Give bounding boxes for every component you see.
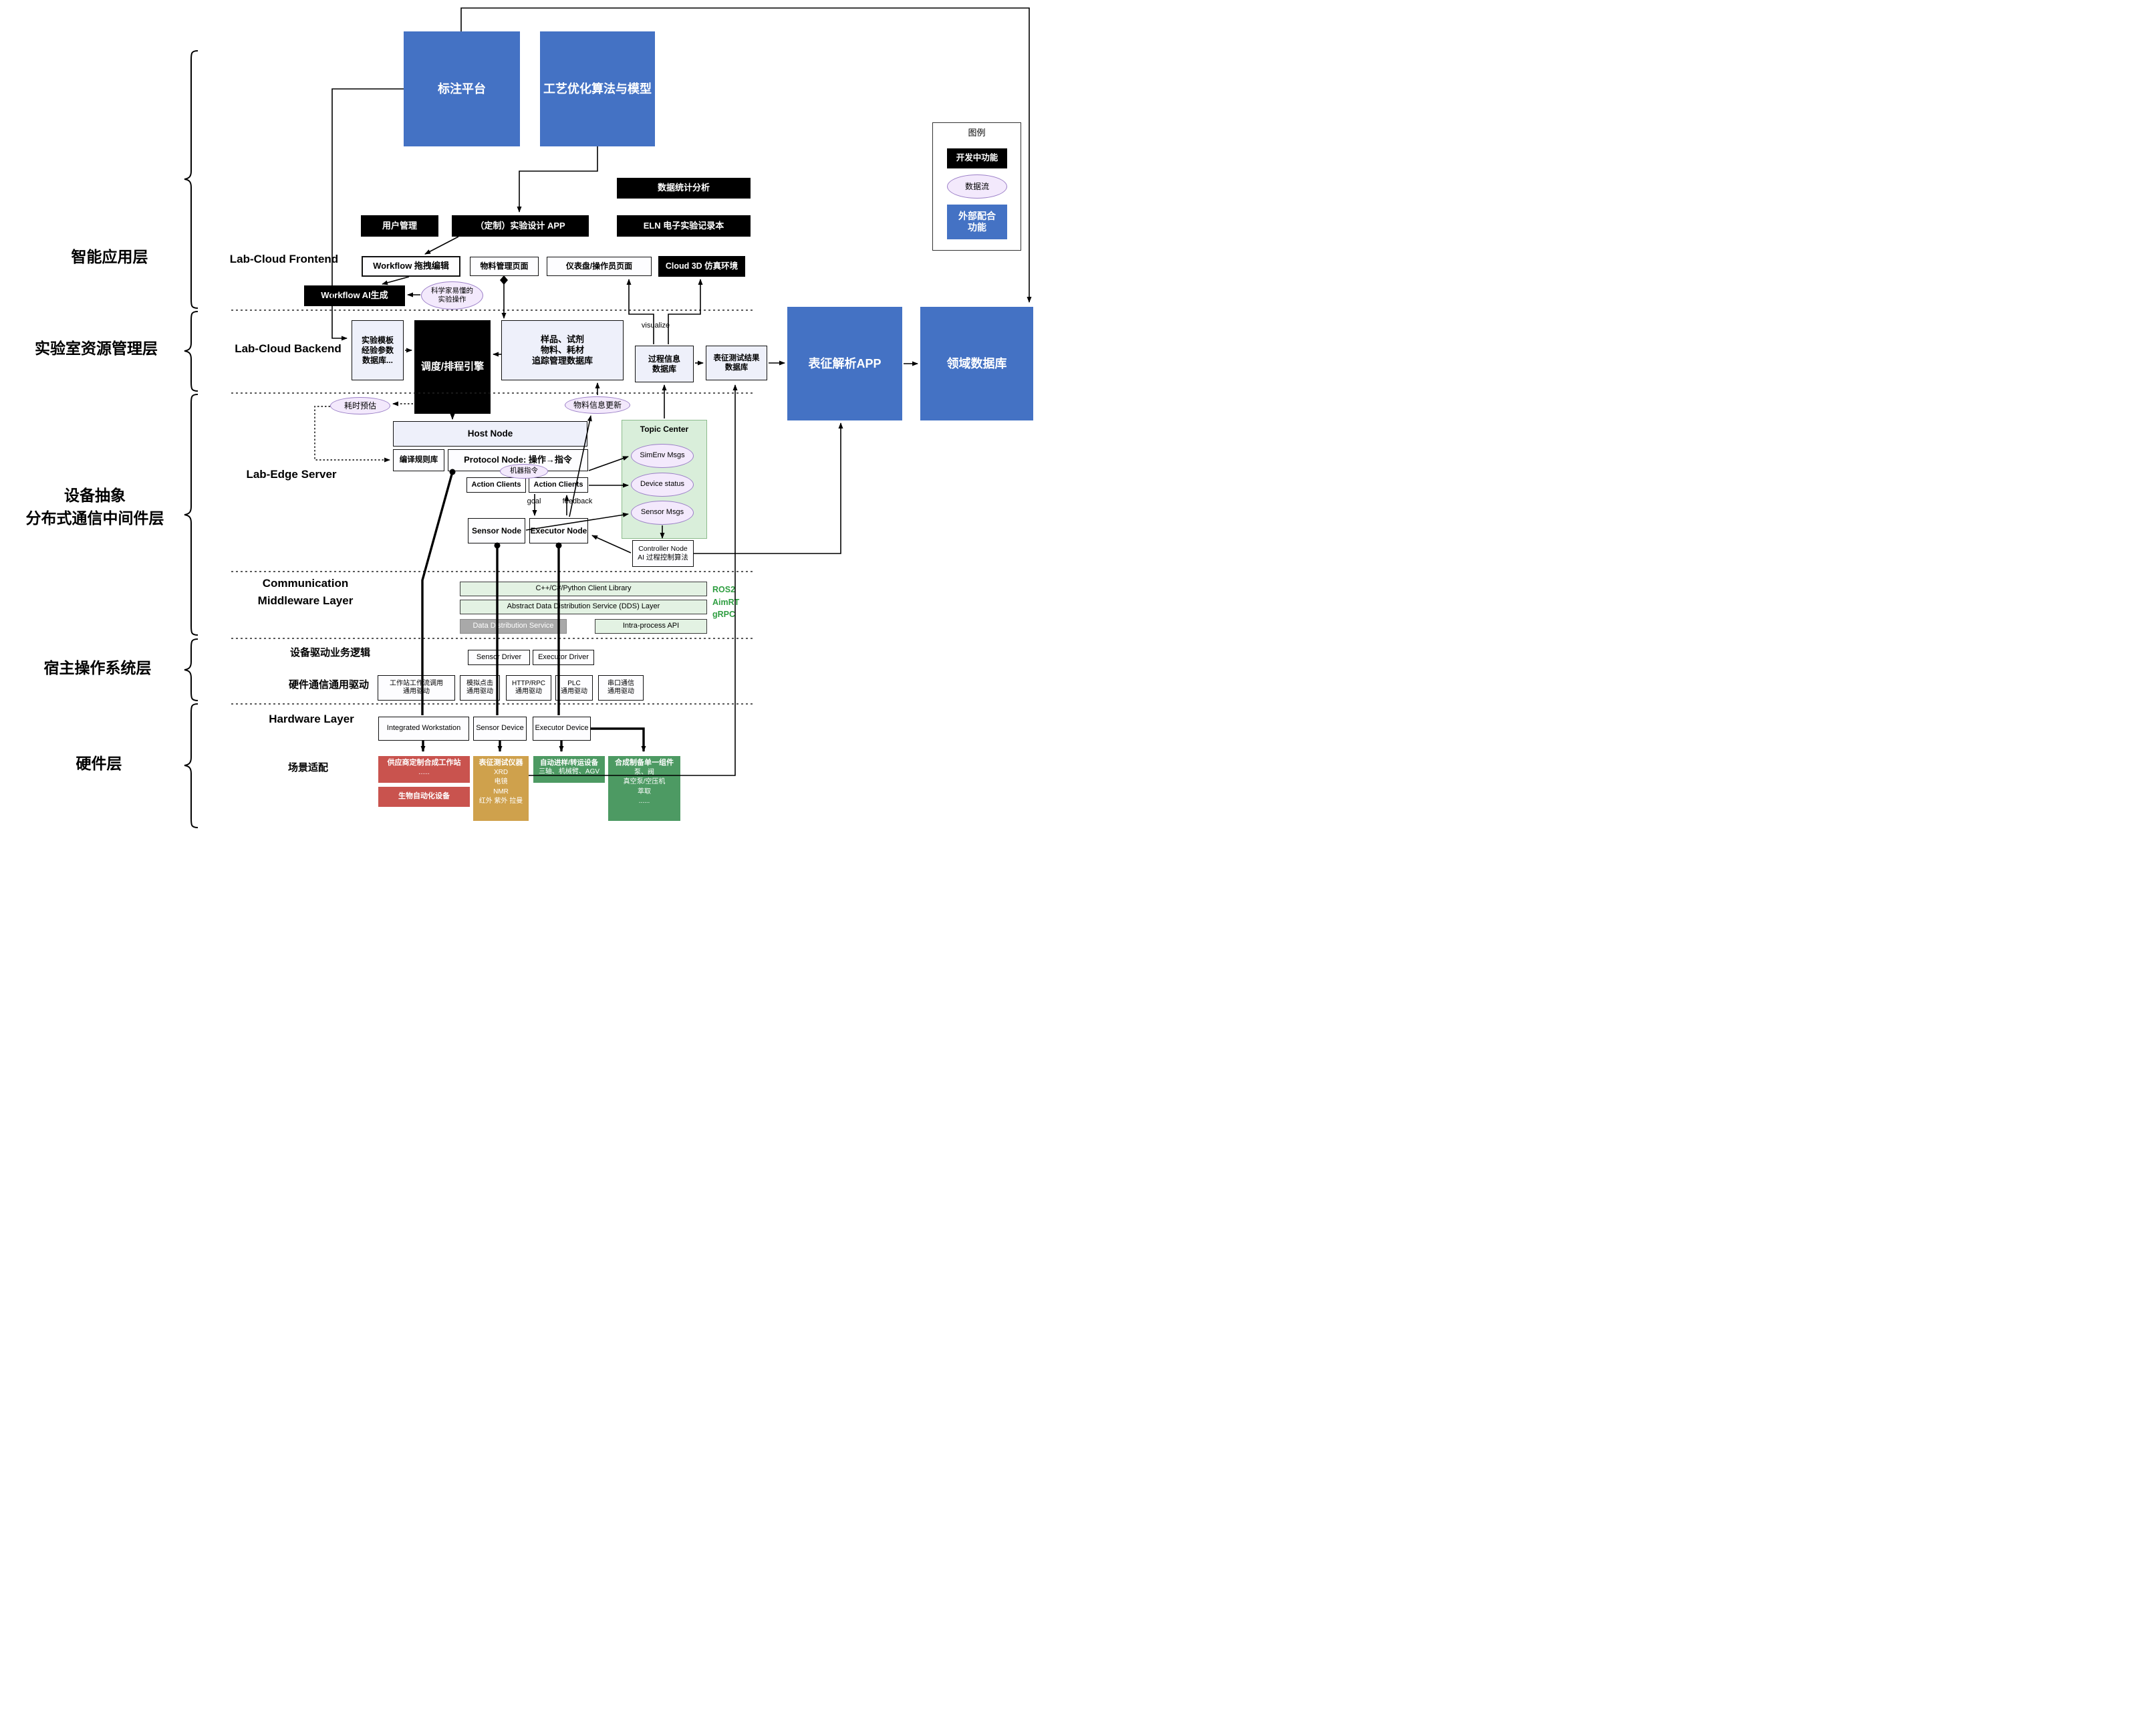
host-node-box: Host Node xyxy=(393,421,587,447)
drv-serial-box: 串口通信 通用驱动 xyxy=(598,675,644,701)
synth-box: 合成制备单一组件 泵、阀 真空泵/空压机 萃取 ...... xyxy=(608,756,680,821)
sensor-msgs-ellipse: Sensor Msgs xyxy=(631,501,694,525)
drv-plc-box: PLC 通用驱动 xyxy=(555,675,593,701)
driver-logic-label: 设备驱动业务逻辑 xyxy=(289,646,370,658)
drv-workstation-box: 工作站工作流调用 通用驱动 xyxy=(378,675,455,701)
annotation-platform-box: 标注平台 xyxy=(404,31,520,146)
sensor-driver-box: Sensor Driver xyxy=(468,650,530,665)
drv-click-box: 模拟点击 通用驱动 xyxy=(460,675,500,701)
executor-device-box: Executor Device xyxy=(533,717,591,741)
scientist-ops-ellipse: 科学家易懂的 实验操作 xyxy=(421,281,483,310)
cloud-3d-box: Cloud 3D 仿真环境 xyxy=(658,256,745,277)
frontend-section-label: Lab-Cloud Frontend xyxy=(229,253,339,265)
hardware-section-label: Hardware Layer xyxy=(269,713,354,725)
workflow-ai-box: Workflow AI生成 xyxy=(304,285,405,306)
transfer-items: 三轴、机械臂、AGV xyxy=(538,768,600,776)
transfer-title: 自动进样/转运设备 xyxy=(540,759,598,767)
controller-node-box: Controller Node AI 过程控制算法 xyxy=(632,540,694,567)
transfer-box: 自动进样/转运设备 三轴、机械臂、AGV xyxy=(533,756,605,783)
template-db-box: 实验模板 经验参数 数据库... xyxy=(352,320,404,380)
material-update-ellipse: 物料信息更新 xyxy=(565,396,630,414)
layer-label-os: 宿主操作系统层 xyxy=(43,659,152,677)
tracking-db-box: 样品、试剂 物料、耗材 追踪管理数据库 xyxy=(501,320,624,380)
executor-node-box: Executor Node xyxy=(529,518,588,543)
synth-title: 合成制备单一组件 xyxy=(615,759,674,767)
layer-label-resource: 实验室资源管理层 xyxy=(35,340,158,357)
char-inst-title: 表征测试仪器 xyxy=(479,759,523,767)
frameworks-label: ROS2 AimRT gRPC xyxy=(712,584,740,620)
char-inst-box: 表征测试仪器 XRD 电镜 NMR 红外 紫外 拉曼 xyxy=(473,756,529,821)
vendor-ws-more: ...... xyxy=(418,768,430,776)
simenv-msgs-ellipse: SimEnv Msgs xyxy=(631,444,694,468)
executor-driver-box: Executor Driver xyxy=(533,650,594,665)
backend-section-label: Lab-Cloud Backend xyxy=(235,342,342,355)
bio-auto-box: 生物自动化设备 xyxy=(378,787,470,807)
eln-box: ELN 电子实验记录本 xyxy=(617,215,751,237)
sensor-node-box: Sensor Node xyxy=(468,518,525,543)
char-result-db-box: 表征测试结果 数据库 xyxy=(706,346,767,380)
process-optimization-box: 工艺优化算法与模型 xyxy=(540,31,655,146)
workstation-box: Integrated Workstation xyxy=(378,717,469,741)
compile-rules-box: 编译规则库 xyxy=(393,449,444,471)
material-page-box: 物料管理页面 xyxy=(470,257,539,276)
legend-external-support: 外部配合 功能 xyxy=(947,205,1007,239)
topic-center-title: Topic Center xyxy=(640,424,689,434)
workflow-edit-box: Workflow 拖拽编辑 xyxy=(362,256,460,277)
scenario-label: 场景适配 xyxy=(287,761,328,773)
action-clients-right-box: Action Clients xyxy=(529,477,588,493)
drv-http-box: HTTP/RPC 通用驱动 xyxy=(506,675,551,701)
layer-label-app: 智能应用层 xyxy=(71,248,148,265)
dds-abstract-box: Abstract Data Distribution Service (DDS)… xyxy=(460,600,707,614)
data-stats-box: 数据统计分析 xyxy=(617,178,751,199)
machine-cmd-ellipse: 机器指令 xyxy=(500,464,548,479)
goal-label: goal xyxy=(527,497,541,505)
sensor-device-box: Sensor Device xyxy=(473,717,527,741)
time-estimate-ellipse: 耗时预估 xyxy=(330,397,390,414)
intra-api-box: Intra-process API xyxy=(595,619,707,634)
user-mgmt-box: 用户管理 xyxy=(361,215,438,237)
layer-label-middleware: 设备抽象 分布式通信中间件层 xyxy=(25,486,164,527)
vendor-ws-title: 供应商定制合成工作站 xyxy=(387,759,461,767)
action-clients-left-box: Action Clients xyxy=(466,477,526,493)
scheduler-box: 调度/排程引擎 xyxy=(414,320,491,414)
feedback-label: feedback xyxy=(562,497,593,505)
legend-data-flow: 数据流 xyxy=(947,174,1007,199)
custom-design-app-box: （定制）实验设计 APP xyxy=(452,215,589,237)
layer-label-hardware: 硬件层 xyxy=(76,755,122,772)
device-status-ellipse: Device status xyxy=(631,473,694,497)
client-lib-box: C++/C#/Python Client Library xyxy=(460,582,707,596)
dashboard-page-box: 仪表盘/操作员页面 xyxy=(547,257,652,276)
char-app-box: 表征解析APP xyxy=(787,307,902,420)
edge-section-label: Lab-Edge Server xyxy=(246,468,337,481)
legend-title: 图例 xyxy=(968,127,986,138)
dds-service-box: Data Distribution Service xyxy=(460,619,567,634)
vendor-ws-box: 供应商定制合成工作站 ...... xyxy=(378,756,470,783)
process-db-box: 过程信息 数据库 xyxy=(635,346,694,382)
comm-section-label: Communication Middleware Layer xyxy=(257,576,354,607)
architecture-diagram: 智能应用层 实验室资源管理层 设备抽象 分布式通信中间件层 宿主操作系统层 硬件… xyxy=(0,0,1043,836)
hw-comm-label: 硬件通信通用驱动 xyxy=(288,679,369,691)
domain-db-box: 领域数据库 xyxy=(920,307,1033,420)
synth-items: 泵、阀 真空泵/空压机 萃取 ...... xyxy=(623,768,666,806)
char-inst-items: XRD 电镜 NMR 红外 紫外 拉曼 xyxy=(479,768,523,806)
legend-in-development: 开发中功能 xyxy=(947,148,1007,168)
visualize-label: visualize xyxy=(641,322,670,330)
